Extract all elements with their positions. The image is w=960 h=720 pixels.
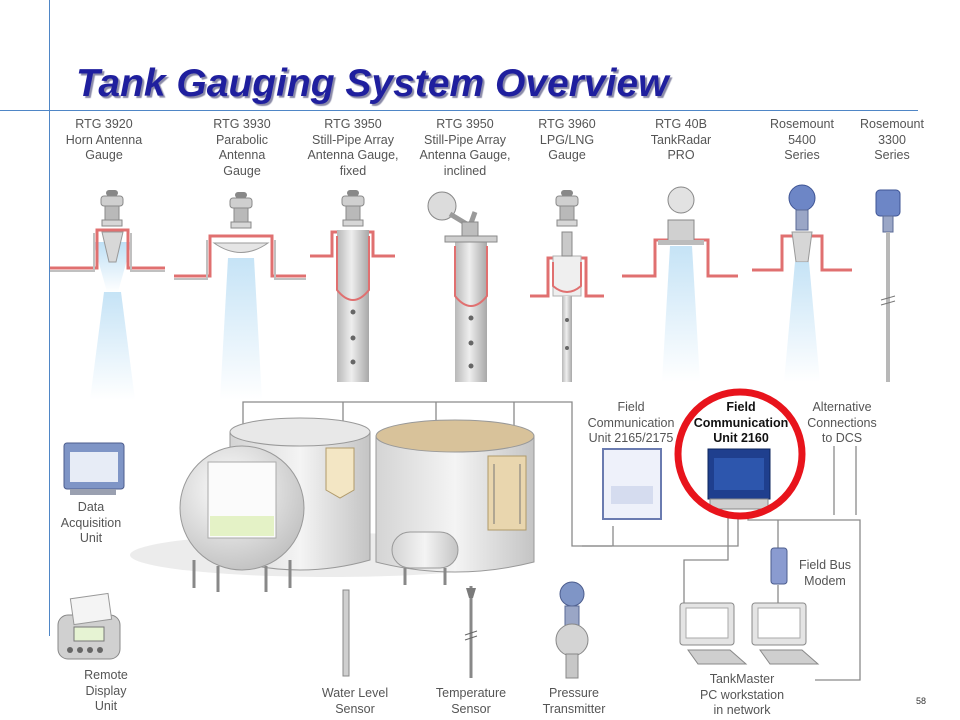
highlight-circle — [674, 388, 806, 520]
label-rosemount3300: Rosemount 3300 Series — [860, 117, 924, 162]
gauge-rtg3960 — [530, 189, 604, 382]
temperature-sensor — [464, 586, 478, 678]
remote-display-unit — [57, 592, 121, 660]
fcu-2165 — [602, 448, 662, 520]
label-remote-display: Remote Display Unit — [84, 668, 128, 713]
tankmaster-workstations — [679, 602, 820, 665]
gauge-rtg3930 — [174, 191, 306, 400]
gauge-rtg3920 — [50, 189, 165, 400]
gauge-rtg3950-inclined — [427, 191, 498, 382]
label-water-level: Water Level Sensor — [321, 686, 389, 716]
label-fcu-2160: Field Communication Unit 2160 — [693, 400, 789, 445]
fcu-2160 — [707, 448, 771, 510]
page-number: 58 — [916, 696, 927, 706]
label-temperature: Temperature Sensor — [435, 686, 507, 716]
data-acquisition-unit — [63, 442, 125, 495]
label-rosemount5400: Rosemount 5400 Series — [770, 117, 834, 162]
tank-farm — [130, 417, 535, 592]
gauge-rtg40b — [622, 186, 738, 382]
horizontal-accent-line — [0, 110, 918, 111]
label-data-acquisition: Data Acquisition Unit — [60, 500, 122, 545]
vertical-accent-line — [49, 0, 50, 636]
label-rtg3930: RTG 3930 Parabolic Antenna Gauge — [213, 117, 271, 178]
label-tankmaster: TankMaster PC workstation in network — [699, 672, 785, 717]
label-rtg3950-inclined: RTG 3950 Still-Pipe Array Antenna Gauge,… — [419, 117, 511, 178]
label-alt-dcs: Alternative Connections to DCS — [807, 400, 877, 445]
page-title: Tank Gauging System Overview — [76, 62, 669, 105]
label-rtg40b: RTG 40B TankRadar PRO — [650, 117, 712, 162]
gauge-rosemount5400 — [752, 184, 852, 382]
gauge-rtg3950-fixed — [310, 189, 395, 382]
gauge-rosemount3300 — [875, 189, 901, 382]
pressure-transmitter — [555, 581, 589, 679]
label-rtg3960: RTG 3960 LPG/LNG Gauge — [538, 117, 596, 162]
label-pressure: Pressure Transmitter — [542, 686, 606, 716]
label-rtg3920: RTG 3920 Horn Antenna Gauge — [65, 117, 143, 162]
label-field-bus: Field Bus Modem — [798, 558, 852, 588]
field-bus-modem — [770, 547, 788, 585]
label-fcu-2165: Field Communication Unit 2165/2175 — [587, 400, 675, 445]
label-rtg3950-fixed: RTG 3950 Still-Pipe Array Antenna Gauge,… — [307, 117, 399, 178]
water-level-sensor — [342, 589, 350, 677]
